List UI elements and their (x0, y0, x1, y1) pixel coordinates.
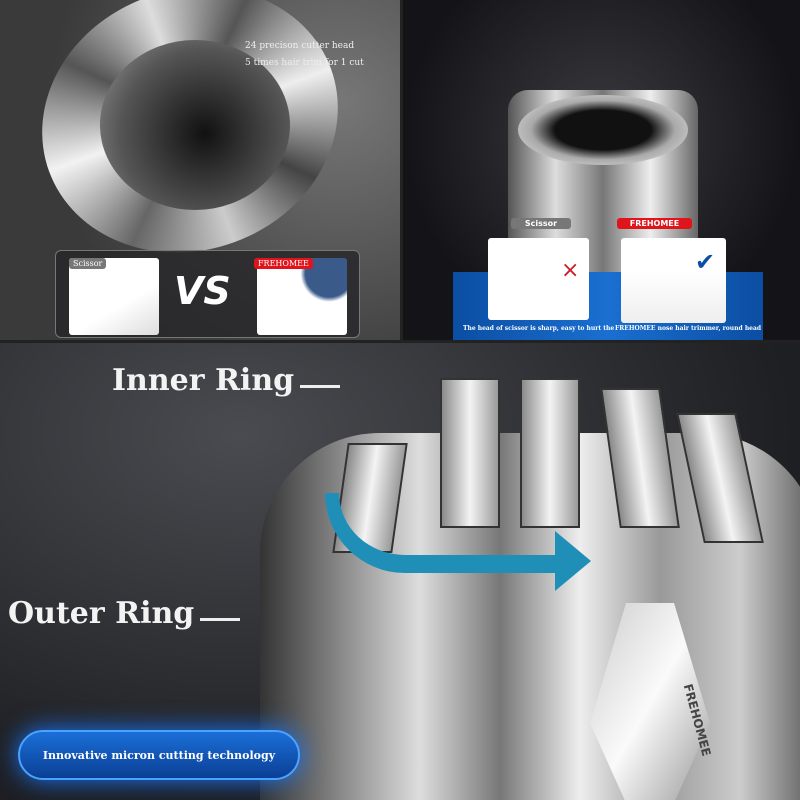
safety-comparison-panel: × Scissor ✔ FREHOMEE The head of scissor… (403, 0, 800, 340)
spec-text: 24 precison cutter head 5 times hair tri… (245, 38, 364, 72)
inner-ring-pointer (300, 385, 340, 388)
cross-icon: × (561, 258, 580, 283)
brand-tag: FREHOMEE (617, 218, 692, 229)
trimmer-card (621, 238, 726, 323)
outer-ring-pointer (200, 618, 240, 621)
inner-ring-label: Inner Ring (112, 363, 295, 398)
scissor-caption: The head of scissor is sharp, easy to hu… (463, 325, 615, 332)
comparison-box: Scissor VS FREHOMEE (55, 250, 360, 338)
rotation-arrow-icon (325, 493, 575, 573)
brand-caption: FREHOMEE nose hair trimmer, round head (615, 325, 762, 332)
trimmer-card (257, 258, 347, 335)
outer-ring-label: Outer Ring (8, 596, 195, 631)
technology-badge: Innovative micron cutting technology (18, 730, 300, 780)
scissor-card (488, 238, 589, 320)
check-icon: ✔ (695, 248, 716, 276)
spec-line: 24 precison cutter head (245, 41, 355, 51)
scissor-tag: Scissor (69, 258, 107, 269)
cutter-head-panel: 24 precison cutter head 5 times hair tri… (0, 0, 400, 340)
scissor-tag: Scissor (511, 218, 571, 229)
scissor-card (69, 258, 159, 335)
ring-structure-panel: FREHOMEE Inner Ring Outer Ring (0, 343, 800, 800)
spec-line: 5 times hair trim for 1 cut (245, 58, 364, 68)
vs-label: VS (174, 269, 231, 313)
brand-tag: FREHOMEE (254, 258, 313, 269)
arrow-head (555, 531, 591, 591)
